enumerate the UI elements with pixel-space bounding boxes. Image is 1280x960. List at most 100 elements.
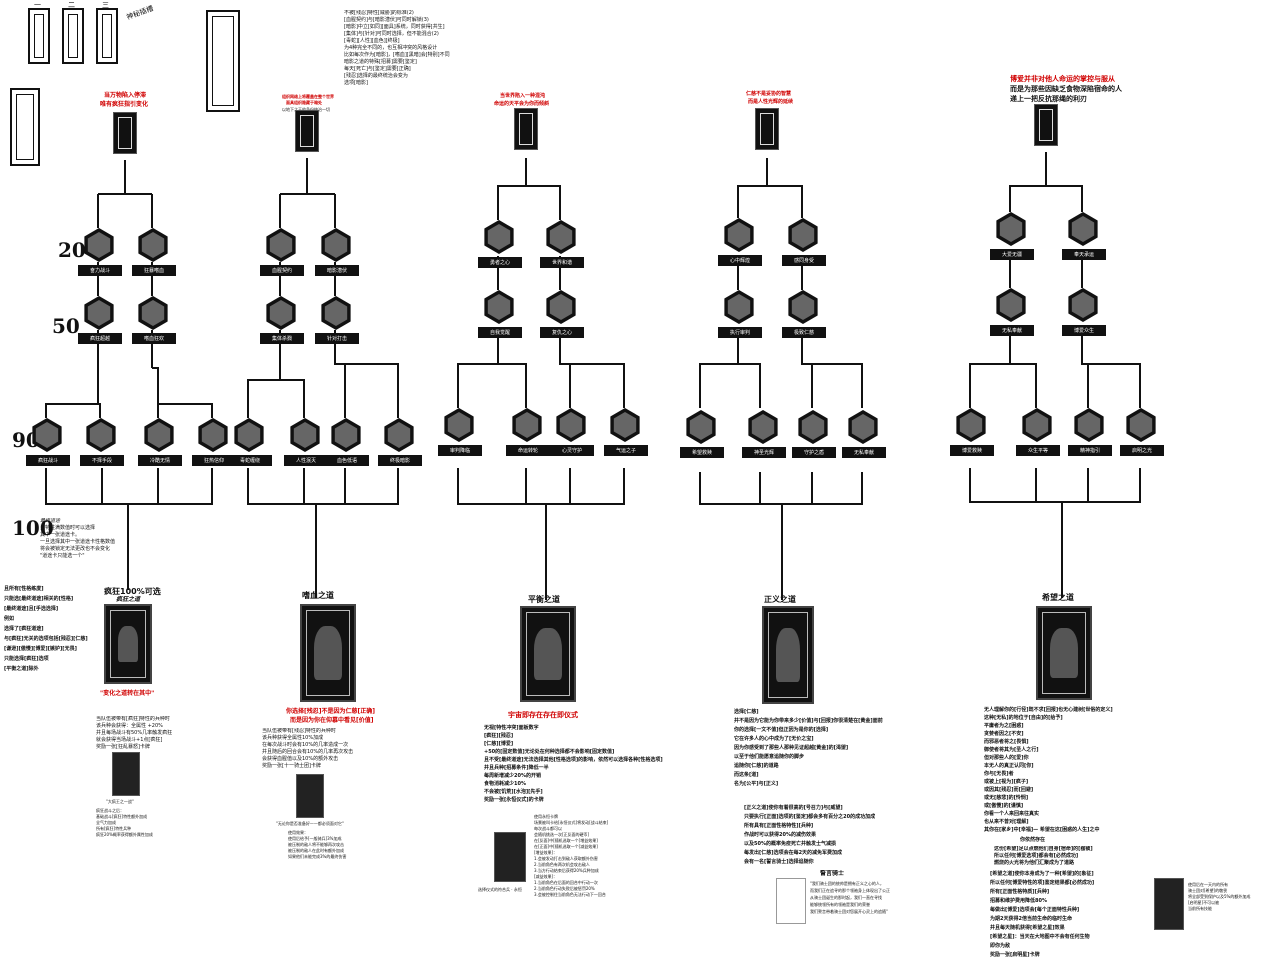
path1-quote: "变化之道转在其中" <box>100 690 155 697</box>
path1-node-20-1[interactable]: 奋力战斗 <box>78 228 122 276</box>
path2-quote-1: 你选择[残忍]不是因为仁慈[正确] <box>286 708 375 715</box>
path3-origin-card <box>514 108 538 150</box>
path2-node-90-4[interactable]: 终极暗影 <box>378 418 422 466</box>
path1-node-90-2[interactable]: 不择手段 <box>80 418 124 466</box>
path2-node-90-2[interactable]: 人性泯灭 <box>284 418 328 466</box>
path1-node-50-1[interactable]: 疯狂超越 <box>78 296 122 344</box>
path3-node-20-2[interactable]: 世界和谐 <box>540 220 584 268</box>
path5-node-20-1[interactable]: 大爱无疆 <box>990 212 1034 260</box>
path4-node-90-2[interactable]: 神圣光辉 <box>742 410 786 458</box>
skill-icon <box>956 408 986 442</box>
path3-node-90-4[interactable]: 气运之子 <box>604 408 648 456</box>
path3-node-50-1[interactable]: 自我觉醒 <box>478 290 522 338</box>
path2-final-card[interactable] <box>300 604 356 702</box>
path3-node-90-1[interactable]: 审判降临 <box>438 408 482 456</box>
level-label-20: 20 <box>58 238 86 262</box>
doodle-label-3: 三 <box>102 1 109 9</box>
path1-node-20-2[interactable]: 狂暴嗜血 <box>132 228 176 276</box>
level-label-100: 100 <box>12 516 54 540</box>
skill-icon <box>198 418 228 452</box>
path5-final-card[interactable] <box>1036 606 1092 700</box>
path4-node-20-1[interactable]: 心中辉煌 <box>718 218 762 266</box>
skill-icon <box>234 418 264 452</box>
path3-node-20-1[interactable]: 勇者之心 <box>478 220 522 268</box>
path1-reward-card[interactable] <box>112 752 140 796</box>
doodle-hexagon <box>154 22 188 56</box>
path4-node-90-4[interactable]: 无私奉献 <box>842 410 886 458</box>
skill-icon <box>610 408 640 442</box>
skill-icon <box>84 228 114 262</box>
path5-node-50-1[interactable]: 无私奉献 <box>990 288 1034 336</box>
skill-icon <box>84 296 114 330</box>
path3-quote: 宇宙即存在存在即仪式 <box>508 711 578 719</box>
path2-node-90-3[interactable]: 血色低语 <box>325 418 369 466</box>
path3-title: 平衡之道 <box>528 595 560 604</box>
path1-node-50-2[interactable]: 嗜血狂欢 <box>132 296 176 344</box>
path5-card-notes: 使用后在一天内的所有骑士团对[希望]的敬畏将全部受到保护以及5%的额外加成 [启… <box>1188 882 1251 911</box>
skill-icon <box>788 290 818 324</box>
path5-reward-card[interactable] <box>1154 878 1184 930</box>
path4-heading-2: 而是人性光辉的延续 <box>748 99 794 105</box>
path4-title: 正义之道 <box>764 595 796 604</box>
path1-node-90-4[interactable]: 狂热信仰 <box>192 418 236 466</box>
path5-node-90-3[interactable]: 精神指引 <box>1068 408 1112 456</box>
doodle-label-4: 神秘插槽 <box>125 4 155 22</box>
path4-node-90-3[interactable]: 守护之盾 <box>792 410 836 458</box>
skill-icon <box>748 410 778 444</box>
skill-icon <box>1074 408 1104 442</box>
path2-node-20-1[interactable]: 血腥契约 <box>260 228 304 276</box>
path1-final-card[interactable] <box>104 604 152 684</box>
path4-origin-card <box>755 108 779 150</box>
path2-node-90-1[interactable]: 毒蛇缠绕 <box>228 418 272 466</box>
path3-heading-1: 当世界陷入一种混沌 <box>500 93 546 99</box>
skill-icon <box>138 296 168 330</box>
path2-node-50-2[interactable]: 针对打击 <box>315 296 359 344</box>
path4-node-50-1[interactable]: 执行审判 <box>718 290 762 338</box>
path1-title: 疯狂100%可选 <box>104 587 161 596</box>
path3-reward-card[interactable] <box>494 832 526 882</box>
path5-node-90-2[interactable]: 众生平等 <box>1016 408 1060 456</box>
path3-card-desc: 使用永恒卡牌场景被叫卡给[永恒仪式]将发动[战斗结束]每次战斗都可以 会随机挑选… <box>534 814 609 897</box>
path2-node-20-2[interactable]: 暗影潜伏 <box>315 228 359 276</box>
path5-node-90-4[interactable]: 启明之光 <box>1120 408 1164 456</box>
path4-node-90-1[interactable]: 希望救赎 <box>680 410 724 458</box>
skill-icon <box>546 290 576 324</box>
path3-desc: 无视[特性冲突]面板数字[疯狂][残忍][仁慈][博爱] +50的[固定数值]无… <box>484 725 663 803</box>
path2-reward-card[interactable] <box>296 774 324 818</box>
path1-subtitle: 疯狂之道 <box>116 596 141 603</box>
path2-quote-2: 而是因为你在仰慕中看见[价值] <box>290 717 374 724</box>
path1-heading-2: 唯有疯狂指引变化 <box>100 101 149 108</box>
skill-icon <box>86 418 116 452</box>
path5-node-90-1[interactable]: 博爱救赎 <box>950 408 994 456</box>
path2-node-50-1[interactable]: 集体杀戮 <box>260 296 304 344</box>
path2-heading-2: 面具组织隐藏于暗处 <box>286 100 322 105</box>
final-rule: 最终道途 当特性满数值时可以选择其中一张道途卡。 一旦选择其中一张道途卡性格数值… <box>40 518 116 559</box>
path3-final-card[interactable] <box>520 606 576 702</box>
skill-icon <box>32 418 62 452</box>
skill-icon <box>996 212 1026 246</box>
path4-final-card[interactable] <box>762 606 814 704</box>
path5-node-50-2[interactable]: 博爱众生 <box>1062 288 1106 336</box>
path1-node-90-1[interactable]: 疯狂战斗 <box>26 418 70 466</box>
path4-knight-desc: "我们骑士团的统帅是拥有正义之心的人，而我们正在追寻的那个领袖身上体现出了公正从… <box>810 881 890 914</box>
skill-icon <box>788 218 818 252</box>
skill-icon <box>321 296 351 330</box>
path3-card-caption: 选择仪式的符合兵 · 永恒 <box>478 887 522 892</box>
path5-heading: 博爱并非对他人命运的掌控与服从 而是为那些因缺乏食物深陷宿命的人 递上一把反抗那… <box>1010 75 1122 103</box>
path1-origin-card <box>113 112 137 154</box>
skill-icon <box>848 410 878 444</box>
skill-icon <box>724 218 754 252</box>
path5-mid: 你依然存在 <box>1020 837 1046 843</box>
skill-icon <box>384 418 414 452</box>
skill-icon <box>484 290 514 324</box>
path3-node-50-2[interactable]: 复仇之心 <box>540 290 584 338</box>
path5-node-20-2[interactable]: 奉天承运 <box>1062 212 1106 260</box>
path3-node-90-2[interactable]: 命运转轮 <box>506 408 550 456</box>
path4-node-20-2[interactable]: 感同身受 <box>782 218 826 266</box>
path1-node-90-3[interactable]: 冷酷无情 <box>138 418 182 466</box>
doodle-frame-1 <box>28 8 50 64</box>
path3-node-90-3[interactable]: 心灵守护 <box>550 408 594 456</box>
path4-knight-title: 誓言骑士 <box>820 870 845 877</box>
path4-node-50-2[interactable]: 极致仁慈 <box>782 290 826 338</box>
path4-effects: [正义之道]使你有着很高的[号召力]与[威望]只要执行[正面]选项的[鉴定]都会… <box>744 805 876 865</box>
